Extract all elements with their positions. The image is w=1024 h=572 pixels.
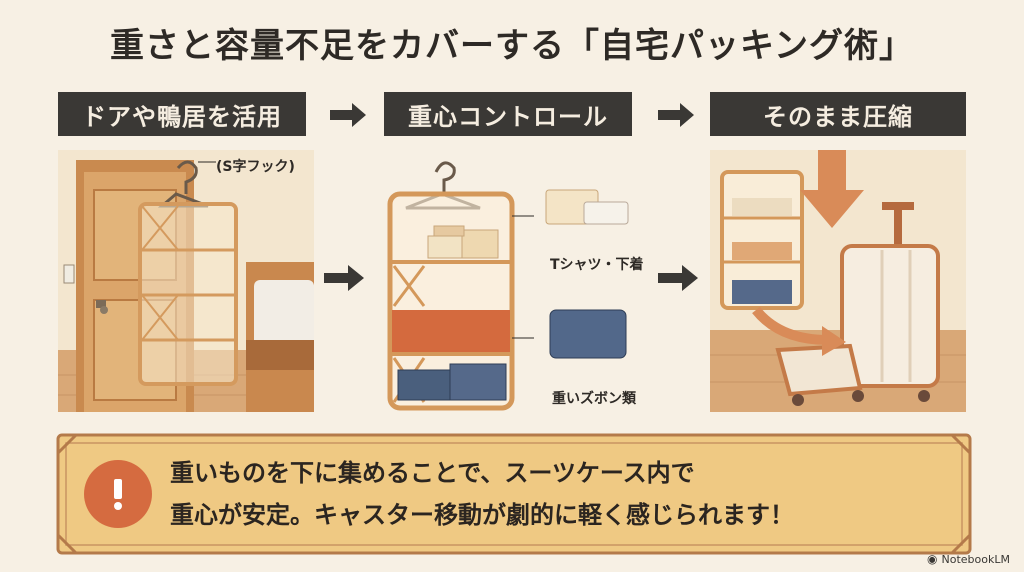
watermark-text: NotebookLM [941,552,1010,566]
exclamation-icon [114,479,122,510]
watermark: ◉ NotebookLM [927,552,1010,566]
notice-line-1: 重いものを下に集めることで、スーツケース内で [170,459,695,487]
label-s-hook: (S字フック) [216,159,295,175]
notebooklm-logo-icon: ◉ [927,552,938,566]
page-title: 重さと容量不足をカバーする「自宅パッキング術」 [110,26,914,66]
center-of-gravity-illustration [387,161,629,411]
arrow-right-icon [324,265,364,291]
label-tshirt-underwear: Tシャツ・下着 [550,257,644,273]
door-hanging-illustration [58,150,314,412]
step-header-compress: そのまま圧縮 [710,92,966,136]
arrow-right-icon [658,265,698,291]
suitcase-compress-illustration [710,150,966,412]
arrow-right-icon [658,103,694,127]
arrow-right-icon [330,103,366,127]
notice-text: 重いものを下に集めることで、スーツケース内で 重心が安定。キャスター移動が劇的に… [170,452,794,536]
step-header-door: ドアや鴨居を活用 [58,92,306,136]
notice-line-2: 重心が安定。キャスター移動が劇的に軽く感じられます！ [170,501,794,529]
step-header-balance: 重心コントロール [384,92,632,136]
label-heavy-pants: 重いズボン類 [552,391,636,407]
notice-box [56,433,972,555]
